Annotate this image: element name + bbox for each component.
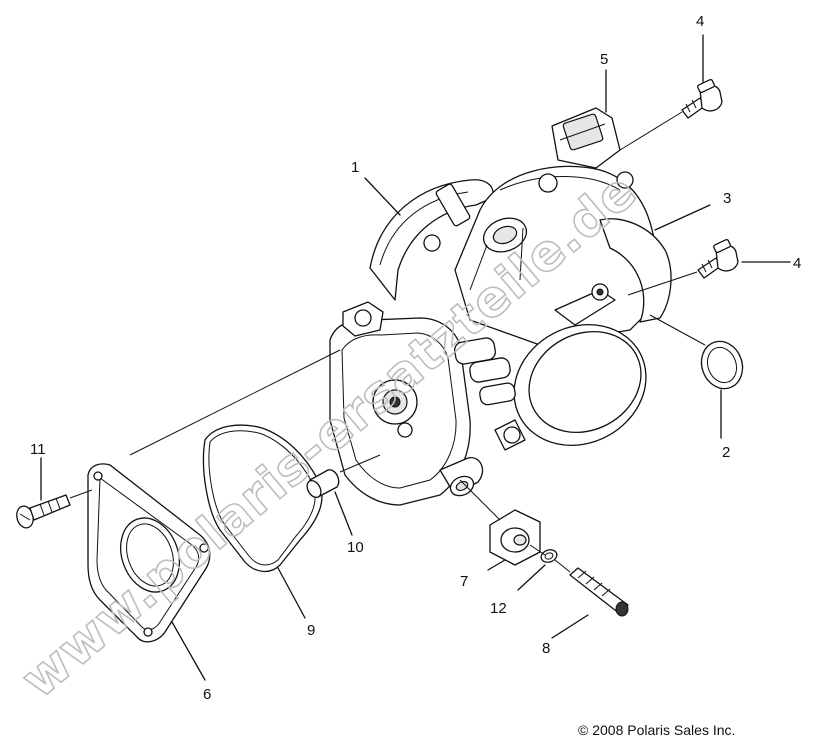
callout-labels: 1 2 3 4 4 5 6 7 8 9 10 11 12 — [30, 13, 801, 703]
callout-9: 9 — [307, 622, 315, 639]
bolt-part-4-upper — [681, 79, 723, 119]
callout-3: 3 — [723, 190, 731, 207]
callout-5: 5 — [600, 51, 608, 68]
bolt-part-11 — [16, 494, 71, 529]
callout-11: 11 — [30, 441, 46, 458]
round-outlet-cover — [494, 283, 647, 451]
callout-1: 1 — [351, 159, 359, 176]
bushing-part-7 — [489, 509, 541, 566]
dowel-part-10 — [306, 469, 340, 499]
copyright-text: © 2008 Polaris Sales Inc. — [578, 722, 735, 738]
callout-8: 8 — [542, 640, 550, 657]
callout-6: 6 — [203, 686, 211, 703]
callout-2: 2 — [722, 444, 730, 461]
leader-lines — [40, 34, 791, 681]
callout-12: 12 — [490, 600, 507, 617]
explode-lines — [69, 111, 706, 573]
cover-plate-part-6 — [87, 463, 211, 643]
o-ring-part-2 — [700, 340, 744, 390]
screw-part-8 — [569, 567, 629, 617]
callout-7: 7 — [460, 573, 468, 590]
callout-4-upper: 4 — [696, 13, 704, 30]
o-ring-part-12 — [540, 549, 558, 563]
callout-4-lower: 4 — [793, 255, 801, 272]
gasket-part-9 — [202, 424, 323, 573]
front-housing-cover — [329, 301, 516, 506]
callout-10: 10 — [347, 539, 364, 556]
bolt-part-4-lower — [697, 239, 739, 279]
